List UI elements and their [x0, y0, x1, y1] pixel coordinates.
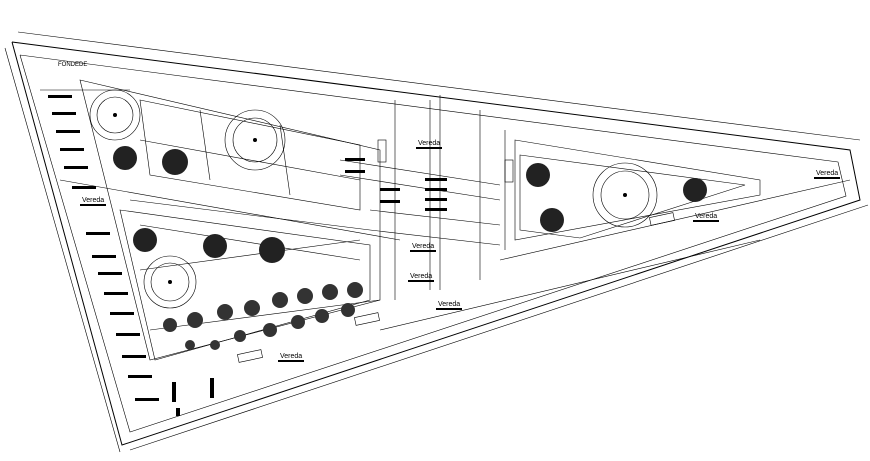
shrub-rows [163, 282, 363, 350]
path-lines [40, 89, 851, 331]
vereda-label-4: Vereda [695, 213, 717, 220]
label-underlines [80, 147, 840, 362]
vereda-label-2: Vereda [816, 170, 838, 177]
tree-small-cluster [113, 146, 707, 263]
right-plaza [394, 95, 761, 300]
vereda-label-3: Vereda [82, 197, 104, 204]
vereda-label-5: Vereda [412, 243, 434, 250]
vereda-label-6: Vereda [410, 273, 432, 280]
header-left-label: FONDEDE [58, 62, 87, 68]
vereda-label-7: Vereda [438, 301, 460, 308]
benches [237, 139, 675, 363]
mid-annotations [345, 158, 447, 211]
vereda-label-1: Vereda [418, 140, 440, 147]
tree-large-1 [89, 89, 141, 141]
tree-large-2 [224, 109, 286, 171]
vereda-label-8: Vereda [280, 353, 302, 360]
left-edge-annotations [48, 95, 159, 401]
bollards [172, 378, 214, 416]
tree-large-3 [143, 255, 197, 309]
tree-large-4 [592, 162, 658, 228]
left-plaza [79, 79, 381, 361]
outer-boundary [4, 31, 869, 453]
